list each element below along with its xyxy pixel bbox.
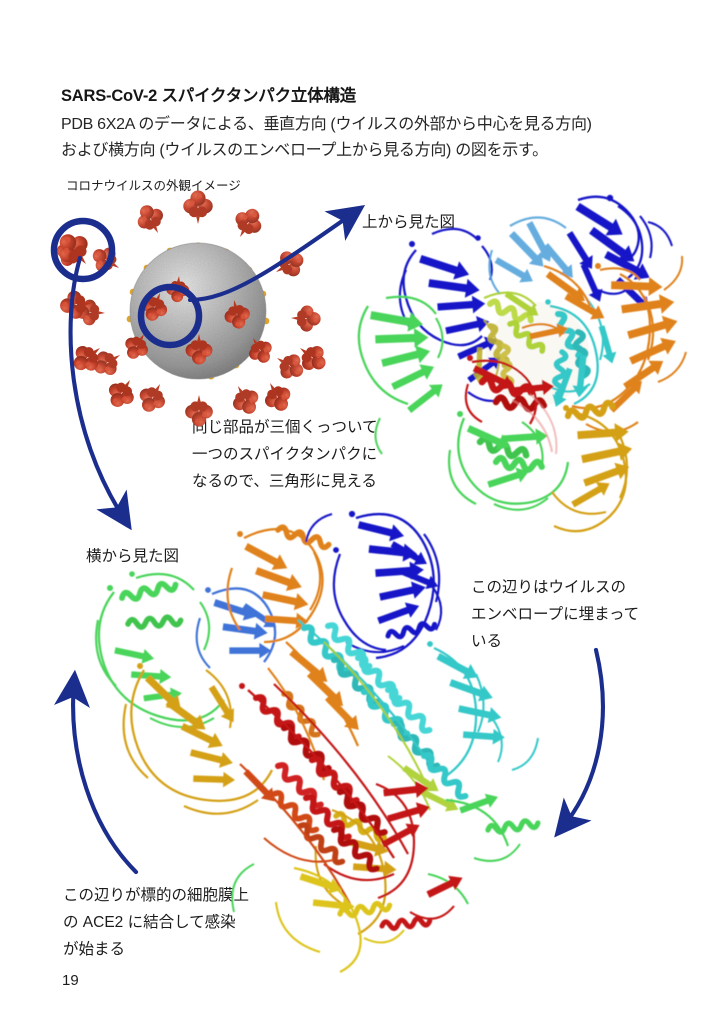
domain-green-rbd xyxy=(95,571,538,862)
virion-svg xyxy=(50,190,333,427)
spike-protein-side-view xyxy=(88,508,568,973)
chain-chartreuse xyxy=(483,288,545,354)
coronavirus-virion-illustration xyxy=(48,188,348,427)
label-top-view: 上から見た図 xyxy=(362,214,456,231)
annotation-ace2-note: この辺りが標的の細胞膜上 の ACE2 に結合して感染 が始まる xyxy=(63,887,250,958)
spike-protein-top-view xyxy=(357,186,702,533)
top-view-svg xyxy=(357,194,687,533)
label-virus-overview: コロナウイルスの外観イメージ xyxy=(66,179,241,193)
annotation-trimer-note: 同じ部品が三個くっついて 一つのスパイクタンパクに なるので、三角形に見える xyxy=(192,419,378,490)
domain-chartreuse xyxy=(323,641,461,816)
page-subtitle: PDB 6X2A のデータによる、垂直方向 (ウイルスの外部から中心を見る方向)… xyxy=(61,116,592,159)
domain-orange-lower xyxy=(239,763,351,905)
chain-lightblue xyxy=(488,216,578,295)
side-view-svg xyxy=(95,510,568,973)
chain-olive xyxy=(472,319,512,386)
chain-green xyxy=(357,295,570,511)
chain-pale-red xyxy=(511,393,558,455)
loose-loops xyxy=(231,513,539,913)
chain-cyan xyxy=(541,297,619,409)
chain-red xyxy=(464,355,555,425)
arrow-envelope-region xyxy=(554,647,605,838)
page-number: 19 xyxy=(62,972,79,989)
chain-orange xyxy=(521,263,680,433)
domain-red-stem xyxy=(239,683,432,900)
terminal-loops xyxy=(374,221,687,455)
annotation-envelope-note: この辺りはウイルスの エンベロープに埋まって いる xyxy=(471,579,640,650)
label-side-view: 横から見た図 xyxy=(86,548,180,565)
domain-cyan-stem xyxy=(297,619,505,799)
domain-blue-head xyxy=(332,510,443,660)
inner-highlight-circle xyxy=(137,283,203,349)
page-title: SARS-CoV-2 スパイクタンパク立体構造 xyxy=(61,87,357,105)
chain-gold xyxy=(551,402,634,533)
terminal-fragments xyxy=(382,872,469,929)
domain-yellow-bottom xyxy=(274,866,405,973)
domain-steelblue xyxy=(195,587,280,669)
